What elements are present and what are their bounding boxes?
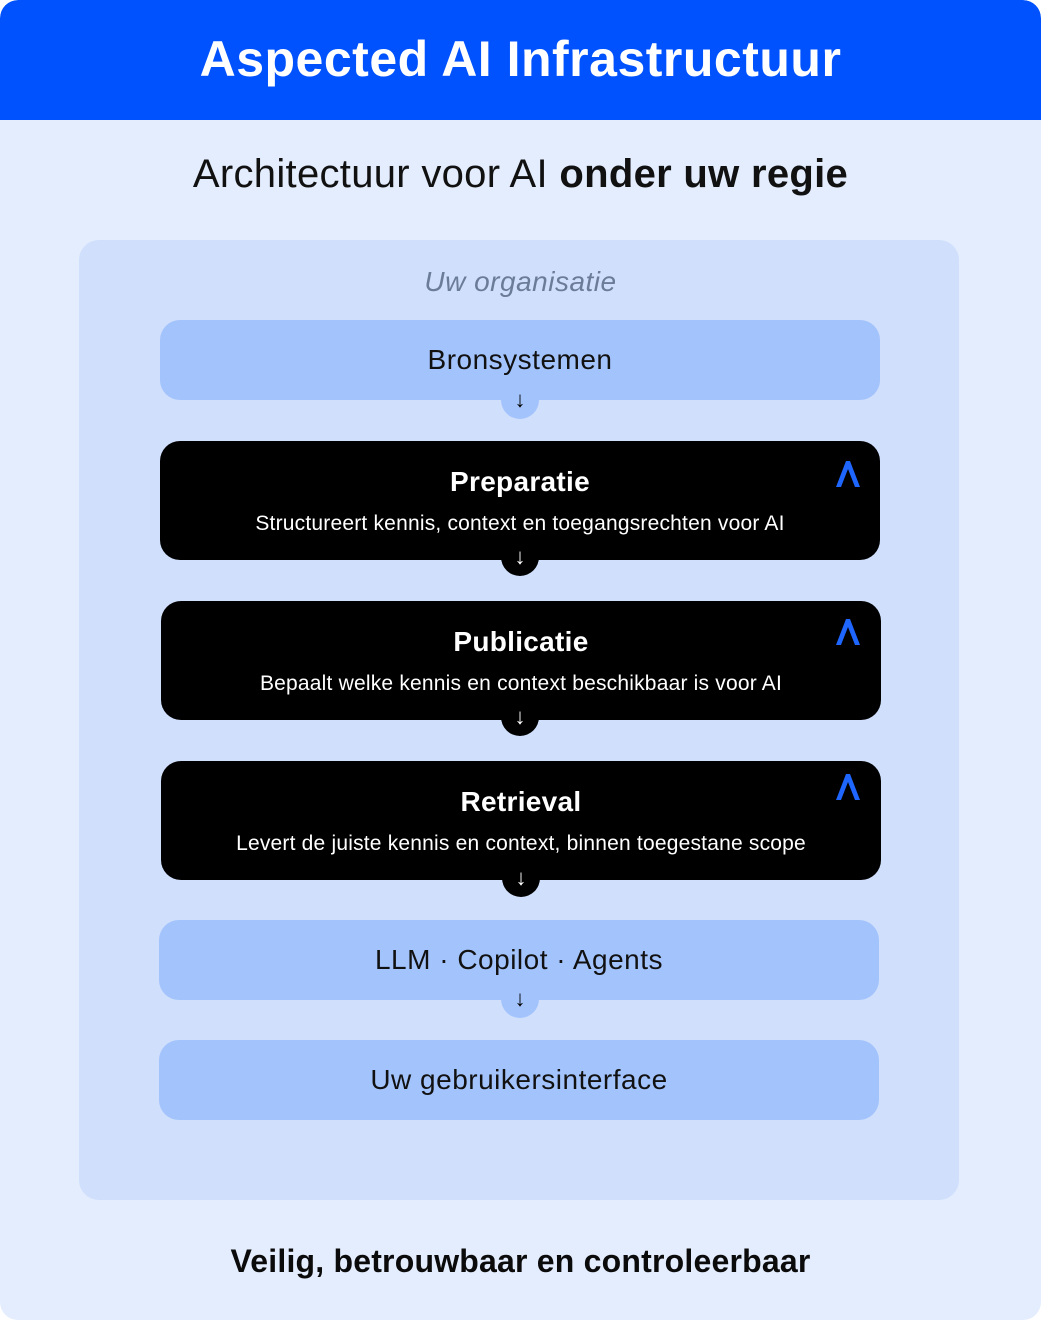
step-label: Uw gebruikersinterface xyxy=(370,1064,668,1095)
subtitle-regular: Architectuur voor AI xyxy=(192,152,560,196)
step-gebruikersinterface: Uw gebruikersinterface xyxy=(159,1040,879,1120)
step-description: Bepaalt welke kennis en context beschikb… xyxy=(259,671,783,695)
footer-tagline: Veilig, betrouwbaar en controleerbaar xyxy=(230,1243,811,1279)
step-publicatie: Publicatie Bepaalt welke kennis en conte… xyxy=(161,601,881,720)
step-preparatie: Preparatie Structureert kennis, context … xyxy=(160,441,880,560)
arrow-down-icon: ↓ xyxy=(501,698,539,736)
step-title: Publicatie xyxy=(453,625,589,657)
arrow-down-icon: ↓ xyxy=(501,980,539,1018)
header-banner: Aspected AI Infrastructuur xyxy=(0,0,1041,120)
step-label: LLM · Copilot · Agents xyxy=(374,944,664,975)
aspected-logo-icon xyxy=(836,774,860,800)
organization-label: Uw organisatie xyxy=(424,266,617,297)
step-description: Levert de juiste kennis en context, binn… xyxy=(236,831,806,855)
subtitle: Architectuur voor AI onder uw regie xyxy=(0,152,1041,197)
subtitle-bold: onder uw regie xyxy=(559,152,849,196)
arrow-down-icon: ↓ xyxy=(502,859,540,897)
arrow-down-icon: ↓ xyxy=(501,381,539,419)
aspected-logo-icon xyxy=(836,461,860,487)
arrow-down-icon: ↓ xyxy=(501,538,539,576)
step-description: Structureert kennis, context en toegangs… xyxy=(255,511,785,535)
page-title: Aspected AI Infrastructuur xyxy=(199,31,842,87)
step-label: Bronsystemen xyxy=(427,344,613,375)
step-title: Retrieval xyxy=(460,785,582,817)
aspected-logo-icon xyxy=(836,619,860,645)
step-title: Preparatie xyxy=(450,465,590,497)
